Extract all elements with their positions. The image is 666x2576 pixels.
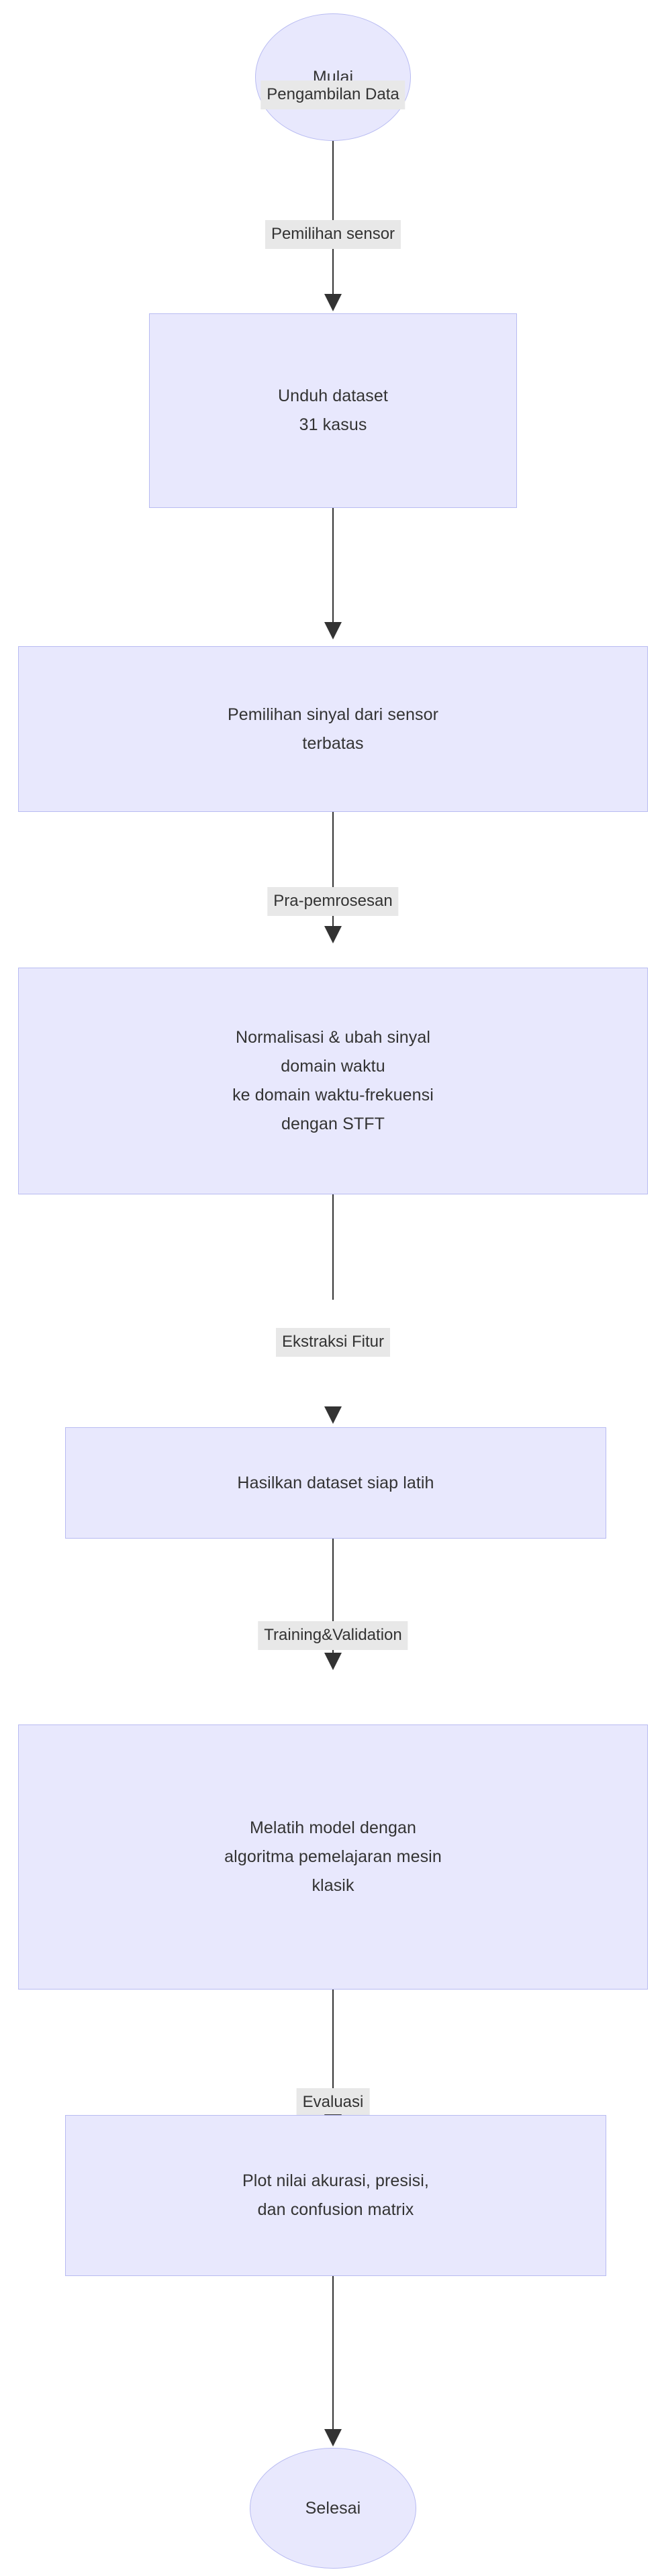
edge-arrowhead-normalisasi-to-hasilkan: [324, 1406, 342, 1424]
edge-label-pengambilan-data: Pengambilan Data: [260, 81, 406, 110]
edge-arrowhead-plot-to-end: [324, 2429, 342, 2446]
node-plot-evaluasi[interactable]: Plot nilai akurasi, presisi, dan confusi…: [65, 2115, 606, 2276]
node-end-selesai-label: Selesai: [305, 2498, 361, 2518]
node-normalisasi-stft[interactable]: Normalisasi & ubah sinyal domain waktu k…: [18, 968, 648, 1194]
edge-line-unduh-to-pemilihan: [332, 508, 334, 623]
edge-line-melatih-to-plot: [332, 1990, 334, 2116]
edge-label-pra-pemrosesan: Pra-pemrosesan: [267, 887, 399, 917]
node-end-selesai[interactable]: Selesai: [250, 2448, 416, 2569]
node-normalisasi-stft-label: Normalisasi & ubah sinyal domain waktu k…: [232, 1028, 434, 1133]
edge-line-pemilihan-to-normalisasi: [332, 812, 334, 927]
edge-label-training-validation: Training&Validation: [258, 1621, 408, 1651]
edge-line-start-to-unduh: [332, 141, 334, 295]
node-pemilihan-sinyal-label: Pemilihan sinyal dari sensor terbatas: [227, 705, 439, 753]
node-start-mulai[interactable]: Mulai: [255, 13, 411, 141]
edge-label-pemilihan-sensor: Pemilihan sensor: [265, 220, 401, 250]
node-hasilkan-dataset[interactable]: Hasilkan dataset siap latih: [65, 1427, 606, 1539]
node-plot-evaluasi-label: Plot nilai akurasi, presisi, dan confusi…: [242, 2171, 429, 2219]
node-unduh-dataset-label: Unduh dataset 31 kasus: [278, 387, 388, 434]
edge-line-normalisasi-to-hasilkan: [332, 1194, 334, 1300]
edge-arrowhead-unduh-to-pemilihan: [324, 622, 342, 639]
node-melatih-model-label: Melatih model dengan algoritma pemelajar…: [224, 1818, 442, 1895]
edge-arrowhead-pemilihan-to-normalisasi: [324, 926, 342, 943]
node-pemilihan-sinyal[interactable]: Pemilihan sinyal dari sensor terbatas: [18, 646, 648, 812]
edge-label-evaluasi: Evaluasi: [296, 2088, 370, 2118]
node-unduh-dataset[interactable]: Unduh dataset 31 kasus: [149, 313, 517, 508]
node-melatih-model[interactable]: Melatih model dengan algoritma pemelajar…: [18, 1724, 648, 1990]
node-hasilkan-dataset-label: Hasilkan dataset siap latih: [237, 1473, 434, 1492]
edge-line-hasilkan-to-melatih: [332, 1539, 334, 1654]
edge-arrowhead-hasilkan-to-melatih: [324, 1653, 342, 1670]
edge-label-ekstraksi-fitur: Ekstraksi Fitur: [275, 1328, 391, 1357]
edge-arrowhead-start-to-unduh: [324, 294, 342, 311]
edge-line-plot-to-end: [332, 2276, 334, 2430]
